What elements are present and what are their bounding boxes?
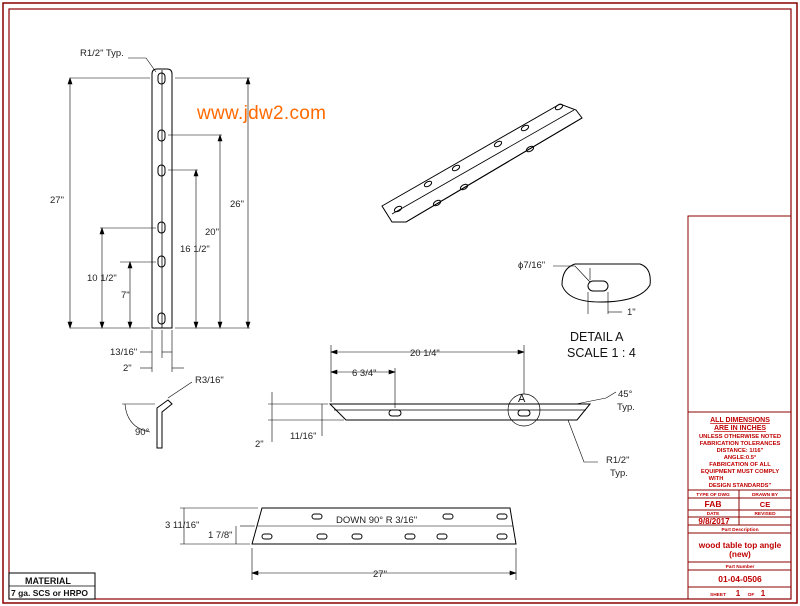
- tb-part-number: 01-04-0506: [718, 574, 762, 584]
- tb-type-value: FAB: [705, 499, 722, 509]
- tb-revised-label: REVISED: [754, 511, 776, 517]
- front-radius-typ: Typ.: [610, 468, 628, 479]
- side-view: [151, 68, 173, 329]
- website-watermark: www.jdw2.com: [197, 103, 327, 124]
- material-label: MATERIAL: [25, 576, 71, 586]
- title-block: [687, 215, 792, 600]
- front-dim-2: 2": [255, 439, 264, 450]
- flat-pattern-view: [251, 507, 517, 545]
- front-dim-6-3-4: 6 3/4": [352, 368, 377, 379]
- tb-sheet-total: 1: [761, 589, 766, 598]
- section-radius-note: R3/16": [195, 375, 224, 386]
- side-dim-10-1-2: 10 1/2": [87, 273, 117, 284]
- tb-drawn-value: CE: [760, 500, 770, 509]
- tb-sheet-number: 1: [736, 589, 741, 598]
- detail-callout-letter: A: [518, 393, 526, 405]
- tb-note-5: FABRICATION OF ALL: [709, 462, 771, 468]
- tb-part-number-label: Part Number: [726, 564, 755, 570]
- tb-description-line2: (new): [729, 549, 751, 559]
- side-radius-note: R1/2" Typ.: [80, 48, 124, 59]
- isometric-view: [381, 103, 583, 223]
- flat-dim-1-7-8: 1 7/8": [208, 530, 233, 541]
- tb-note-8: DESIGN STANDARDS": [709, 483, 772, 489]
- tb-date-value: 9/8/2017: [698, 517, 730, 526]
- front-angle-note: 45°: [618, 389, 633, 400]
- tb-note-2: FABRICATION TOLERANCES: [700, 441, 781, 447]
- front-radius-note: R1/2": [606, 455, 629, 466]
- flat-dim-27: 27": [373, 569, 387, 580]
- tb-description-line1: wood table top angle: [698, 540, 782, 550]
- tb-header-line1: ALL DIMENSIONS: [710, 417, 770, 424]
- detail-scale: SCALE 1 : 4: [567, 346, 636, 360]
- tb-type-label: TYPE OF DWG: [696, 492, 730, 498]
- material-box: [8, 572, 96, 600]
- tb-description-label: Part Description: [721, 527, 758, 533]
- front-angle-typ: Typ.: [617, 402, 635, 413]
- tb-note-1: UNLESS OTHERWISE NOTED: [699, 434, 781, 440]
- tb-note-7: WITH: [709, 476, 724, 482]
- front-dim-20-1-4: 20 1/4": [410, 348, 440, 359]
- tb-note-6: EQUIPMENT MUST COMPLY: [701, 469, 780, 475]
- tb-date-label: DATE: [707, 511, 721, 517]
- side-dim-26: 26": [230, 199, 244, 210]
- detail-slot-length: 1": [627, 307, 636, 318]
- tb-sheet-label: SHEET: [710, 592, 726, 598]
- detail-diameter: ϕ7/16": [518, 260, 545, 271]
- section-view: [122, 381, 193, 449]
- material-value: 7 ga. SCS or HRPO: [11, 588, 88, 598]
- side-dim-7: 7": [121, 290, 130, 301]
- tb-note-4: ANGLE:0.5°: [724, 455, 757, 461]
- front-view-dimensions: [268, 345, 617, 463]
- flat-bend-note: DOWN 90° R 3/16": [336, 515, 417, 526]
- section-angle: 90°: [135, 427, 150, 438]
- tb-of-label: OF: [748, 592, 755, 598]
- detail-a-view: [553, 263, 651, 314]
- side-dim-13-16: 13/16": [110, 347, 137, 358]
- flat-dim-3-11-16: 3 11/16": [165, 520, 199, 531]
- side-dim-2: 2": [123, 363, 132, 374]
- front-view: [328, 393, 592, 427]
- front-dim-11-16: 11/16": [290, 431, 316, 442]
- tb-header-line2: ARE IN INCHES: [714, 425, 766, 432]
- tb-note-3: DISTANCE: 1/16": [717, 448, 764, 454]
- side-view-dimensions: [67, 57, 251, 372]
- side-dim-20: 20": [205, 227, 219, 238]
- side-dim-16-1-2: 16 1/2": [180, 244, 210, 255]
- flat-pattern-dimensions: [180, 507, 517, 580]
- tb-drawn-label: DRAWN BY: [752, 492, 779, 498]
- side-dim-27: 27": [50, 195, 64, 206]
- detail-title: DETAIL A: [570, 330, 624, 344]
